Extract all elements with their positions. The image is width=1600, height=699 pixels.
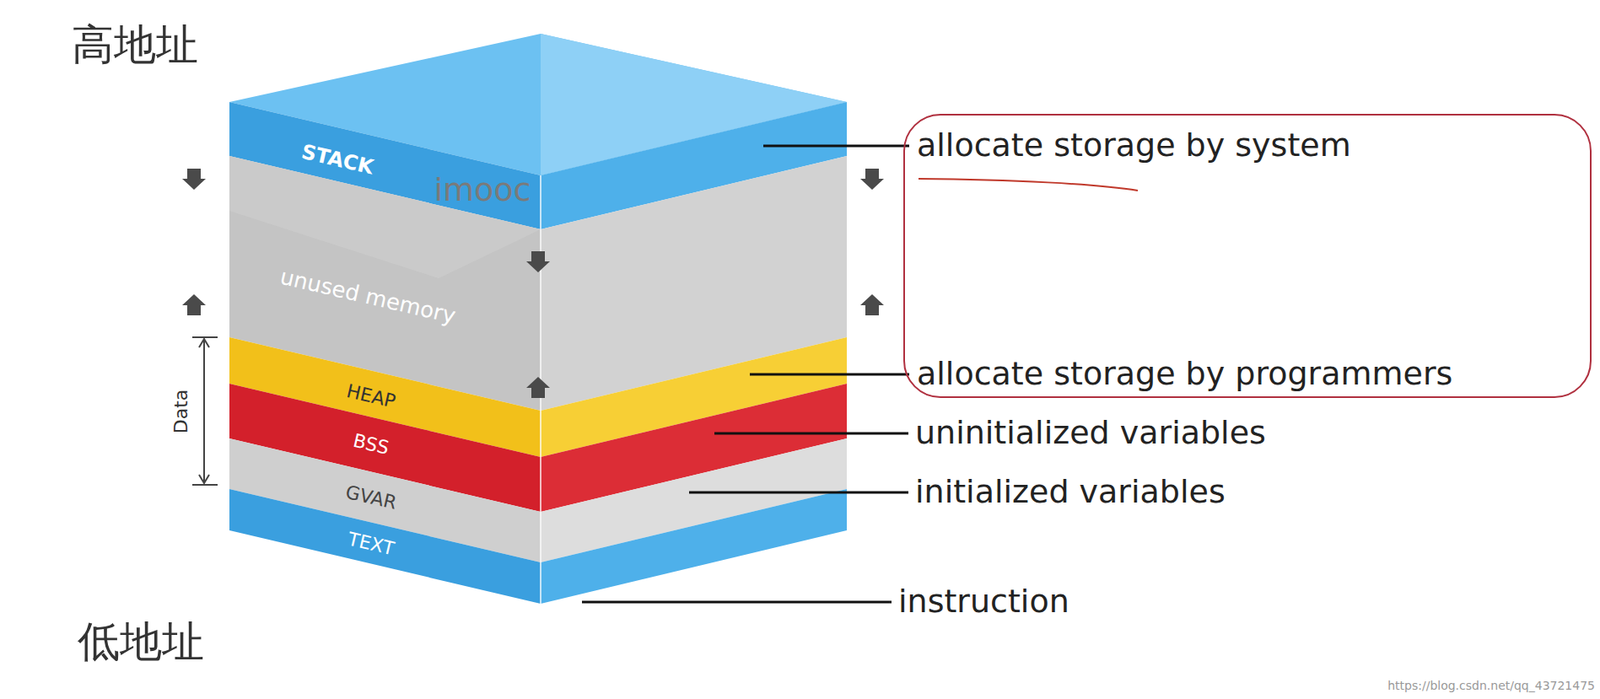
address-label: 高地址 bbox=[71, 21, 199, 71]
heap-grow-arrow bbox=[182, 294, 206, 316]
address-label: 低地址 bbox=[77, 618, 205, 668]
annotation-text: allocate storage by system bbox=[916, 126, 1352, 166]
data-bracket bbox=[192, 337, 218, 485]
stack-grow-arrow bbox=[860, 168, 884, 190]
annotation-text: allocate storage by programmers bbox=[916, 355, 1453, 394]
heap-grow-arrow bbox=[526, 377, 550, 399]
text-band bbox=[540, 489, 847, 604]
heap-grow-arrow bbox=[860, 294, 884, 316]
watermark: imooc bbox=[434, 172, 532, 210]
annotation-text: instruction bbox=[898, 583, 1070, 621]
callout-box: allocate storage by system allocate stora… bbox=[903, 113, 1592, 399]
annotation-text: initialized variables bbox=[915, 474, 1226, 512]
stack-grow-arrow bbox=[526, 251, 550, 273]
stack-grow-arrow bbox=[182, 168, 206, 190]
leader-line bbox=[581, 145, 910, 603]
red-underline bbox=[918, 178, 1138, 191]
watermark: https://blog.csdn.net/qq_43721475 bbox=[1387, 678, 1595, 693]
region-name: Data bbox=[170, 389, 192, 435]
unused-shade bbox=[229, 156, 541, 279]
annotation-text: uninitialized variables bbox=[915, 414, 1266, 453]
